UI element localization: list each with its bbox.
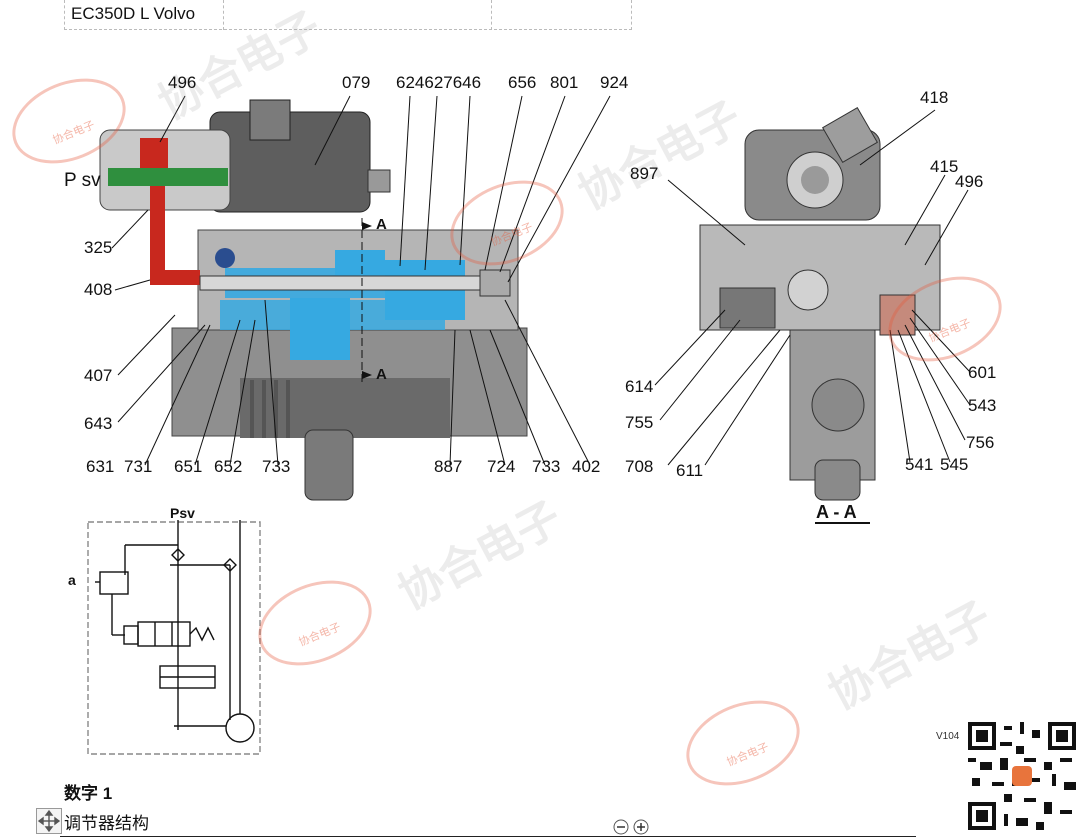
- header-title: EC350D L Volvo: [71, 4, 196, 23]
- callout-label: 325: [84, 238, 113, 257]
- callout-label: 624627646: [396, 73, 482, 92]
- callout-label: 611: [676, 461, 704, 480]
- divider: [60, 836, 916, 837]
- callout-label: 631: [86, 457, 115, 476]
- callout-label: 543: [968, 396, 997, 415]
- figure-title: 数字 1: [64, 784, 113, 803]
- section-title: A - A: [816, 502, 857, 522]
- zoom-controls: [613, 819, 653, 835]
- callout-label: 651: [174, 457, 203, 476]
- header-divider: [223, 0, 224, 30]
- callout-label: 897: [630, 164, 659, 183]
- callout-label: 887: [434, 457, 463, 476]
- callout-label: 756: [966, 433, 995, 452]
- header-divider: [491, 0, 492, 30]
- callout-label: 733: [532, 457, 561, 476]
- figure-caption: 调节器结构: [64, 814, 149, 833]
- callout-label: 402: [572, 457, 601, 476]
- callout-label: 408: [84, 280, 113, 299]
- callout-label: 755: [625, 413, 654, 432]
- callout-label: 924: [600, 73, 629, 92]
- qr-prefix-text: V104: [936, 731, 960, 742]
- schematic-a-label: a: [68, 572, 76, 588]
- zoom-out-icon[interactable]: [613, 819, 629, 835]
- callout-label: 731: [124, 457, 153, 476]
- callout-label: 708: [625, 457, 654, 476]
- callout-label: P sv: [64, 170, 101, 191]
- callout-label: 496: [955, 172, 984, 191]
- move-handle-icon[interactable]: [36, 808, 62, 834]
- schematic-psv-label: Psv: [170, 505, 195, 521]
- callout-label: 418: [920, 88, 949, 107]
- callout-label: 733: [262, 457, 291, 476]
- callout-label: 652: [214, 457, 243, 476]
- callout-label: 656: [508, 73, 537, 92]
- callout-label: 407: [84, 366, 113, 385]
- section-marker-bottom: A: [376, 366, 387, 383]
- qr-code-icon: [968, 722, 1076, 830]
- header-table: EC350D L Volvo: [64, 0, 632, 30]
- callout-label: 601: [968, 363, 997, 382]
- callout-label: 496: [168, 73, 197, 92]
- callout-label: 643: [84, 414, 113, 433]
- section-marker-top: A: [376, 216, 387, 233]
- zoom-in-icon[interactable]: [633, 819, 649, 835]
- callout-label: 724: [487, 457, 516, 476]
- callout-label: 545: [940, 455, 969, 474]
- callout-label: 614: [625, 377, 654, 396]
- callout-label: 415: [930, 157, 959, 176]
- callout-label: 079: [342, 73, 371, 92]
- callout-label: 541: [905, 455, 934, 474]
- callout-label: 801: [550, 73, 579, 92]
